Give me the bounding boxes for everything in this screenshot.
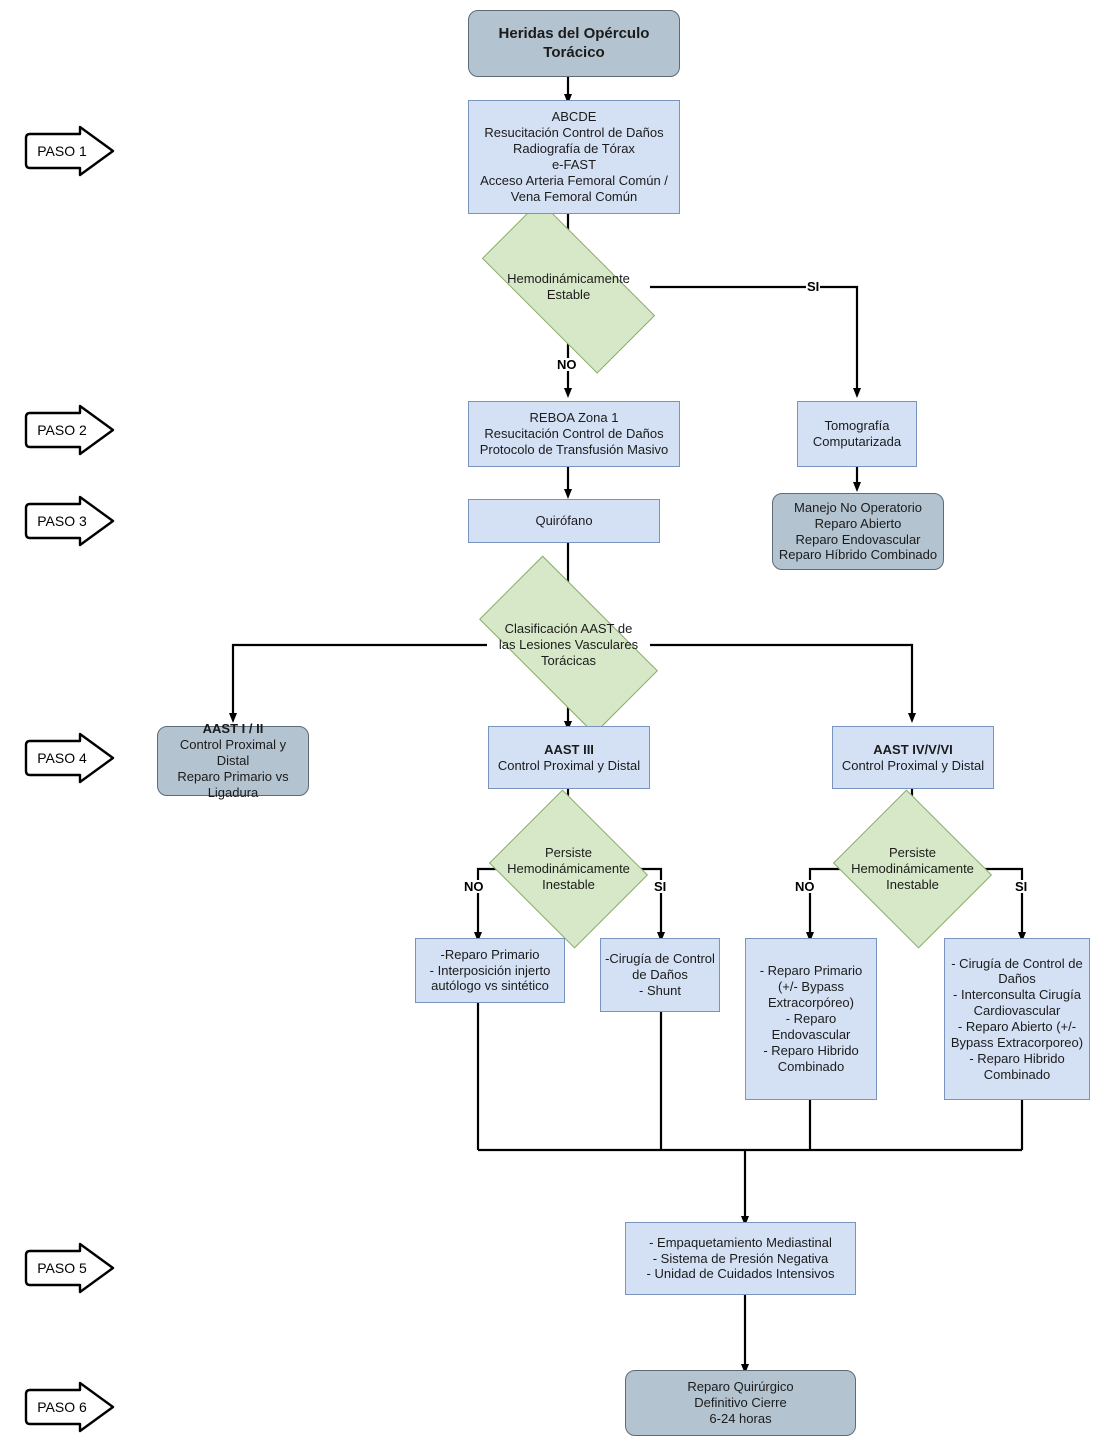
- node-aast-iii-header: AAST III: [544, 741, 594, 757]
- node-aast-iv-v-vi-header: AAST IV/V/VI: [873, 741, 953, 757]
- arrow-right-icon: [24, 404, 115, 456]
- edge-label-stable-si: SI: [806, 279, 821, 294]
- node-title: Heridas del Opérculo Torácico: [468, 10, 680, 77]
- arrow-right-icon: [24, 495, 115, 547]
- node-aast-iii-text: AAST III Control Proximal y Distal: [489, 742, 649, 774]
- arrow-right-icon: [24, 732, 115, 784]
- node-postop-text: - Empaquetamiento Mediastinal- Sistema d…: [646, 1234, 835, 1282]
- step-marker-paso-6: PASO 6: [18, 1380, 118, 1434]
- node-quirofano-text: Quirófano: [535, 513, 593, 529]
- node-aast-iv-v-vi-body: Control Proximal y Distal: [841, 757, 985, 773]
- edge-label-right-no: NO: [794, 879, 816, 894]
- node-title-text: Heridas del Opérculo Torácico: [498, 25, 650, 61]
- edge-label-left-si: SI: [653, 879, 668, 894]
- edge-label-left-no: NO: [463, 879, 485, 894]
- step-label: PASO 3: [37, 513, 87, 529]
- node-aast-iii-body: Control Proximal y Distal: [497, 757, 641, 773]
- arrow-right-icon: [24, 1242, 115, 1294]
- node-aast-i-ii-header: AAST I / II: [202, 721, 264, 737]
- step-label: PASO 6: [37, 1399, 87, 1415]
- step-marker-paso-3: PASO 3: [18, 494, 118, 548]
- step-marker-paso-4: PASO 4: [18, 731, 118, 785]
- node-quirofano: Quirófano: [468, 499, 660, 543]
- arrow-right-icon: [24, 1381, 115, 1433]
- arrow-right-icon: [24, 125, 115, 177]
- edge-label-stable-no: NO: [556, 357, 578, 372]
- step-marker-paso-5: PASO 5: [18, 1241, 118, 1295]
- step-marker-paso-1: PASO 1: [18, 124, 118, 178]
- node-aast-iii: AAST III Control Proximal y Distal: [488, 726, 650, 789]
- step-label: PASO 1: [37, 143, 87, 159]
- node-aast-iv-v-vi-text: AAST IV/V/VI Control Proximal y Distal: [833, 742, 993, 774]
- step-label: PASO 4: [37, 750, 87, 766]
- step-label: PASO 2: [37, 422, 87, 438]
- node-postop: - Empaquetamiento Mediastinal- Sistema d…: [625, 1222, 856, 1295]
- step-label: PASO 5: [37, 1260, 87, 1276]
- edge-label-right-si: SI: [1014, 879, 1029, 894]
- step-marker-paso-2: PASO 2: [18, 403, 118, 457]
- node-aast-iv-v-vi: AAST IV/V/VI Control Proximal y Distal: [832, 726, 994, 789]
